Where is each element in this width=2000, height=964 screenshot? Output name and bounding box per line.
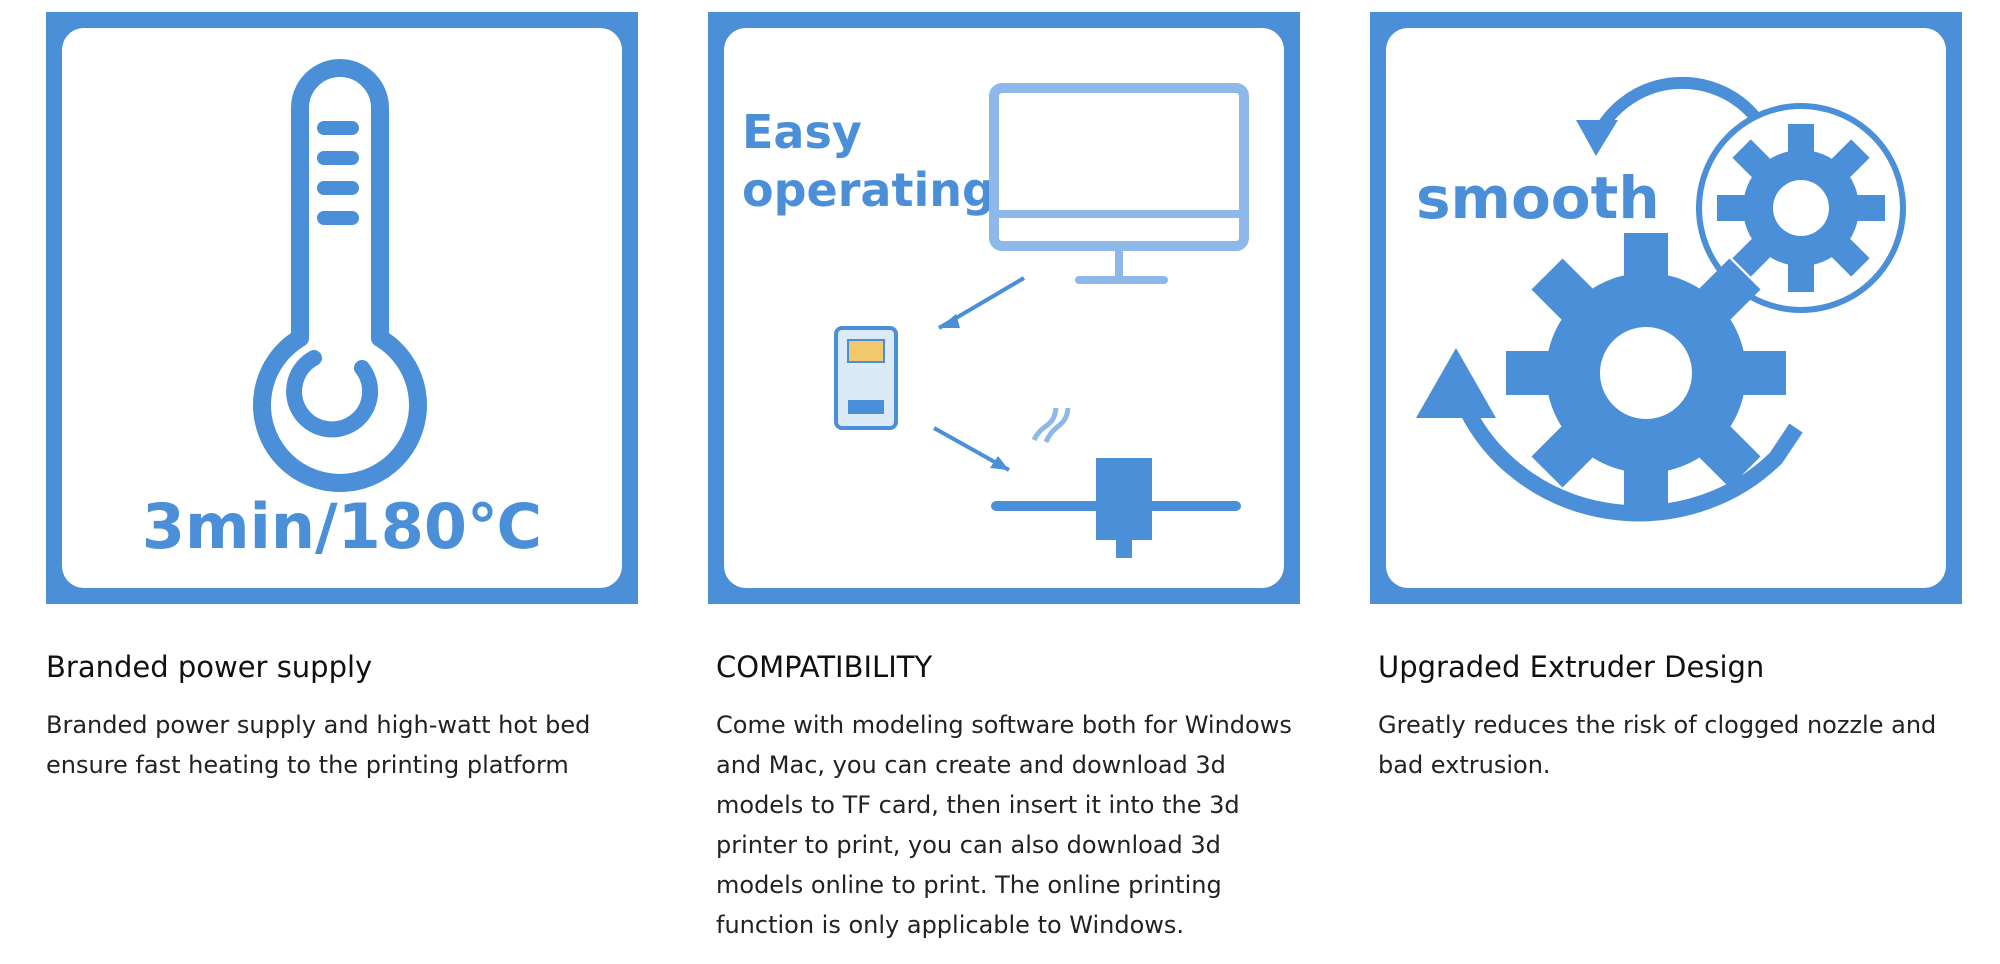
rotating-gears-icon: smooth xyxy=(1416,76,1906,522)
feature-title-power: Branded power supply xyxy=(46,650,373,684)
thermometer-icon: 3min/180℃ xyxy=(142,59,542,563)
compatibility-image: Easy operating xyxy=(724,28,1284,588)
computer-sd-card-printer-icon: Easy operating xyxy=(742,83,1249,558)
smooth-text: smooth xyxy=(1416,164,1660,232)
power-supply-tile: 3min/180℃ xyxy=(46,12,638,604)
operating-text: operating xyxy=(742,163,995,217)
feature-desc-extruder: Greatly reduces the risk of clogged nozz… xyxy=(1378,711,1937,779)
feature-desc-power: Branded power supply and high-watt hot b… xyxy=(46,711,591,779)
heat-spec-text: 3min/180℃ xyxy=(142,490,542,563)
feature-desc-compatibility: Come with modeling software both for Win… xyxy=(716,711,1292,939)
power-supply-image: 3min/180℃ xyxy=(62,28,622,588)
extruder-tile: smooth xyxy=(1370,12,1962,604)
feature-title-compatibility: COMPATIBILITY xyxy=(716,650,933,684)
feature-title-extruder: Upgraded Extruder Design xyxy=(1378,650,1765,684)
compatibility-tile: Easy operating xyxy=(708,12,1300,604)
easy-text: Easy xyxy=(742,105,862,159)
extruder-image: smooth xyxy=(1386,28,1946,588)
